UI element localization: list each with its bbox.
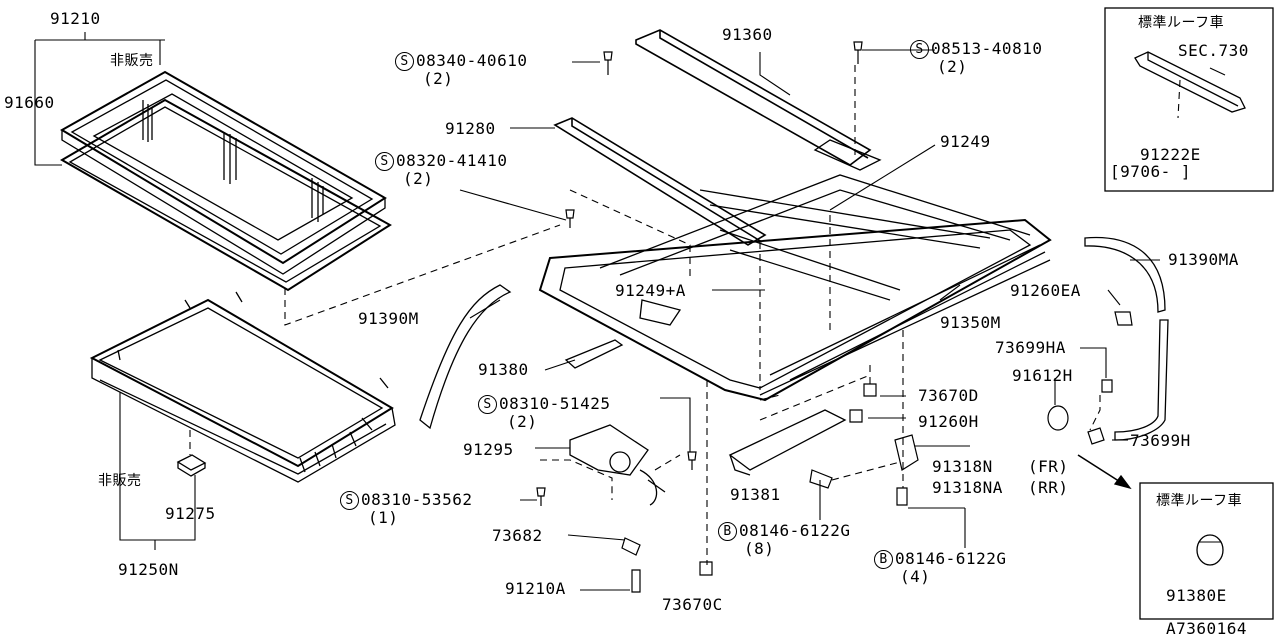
- b-mark-icon: B: [874, 550, 893, 569]
- screw-code: 08310-53562: [361, 490, 473, 509]
- fastener-icons: [536, 41, 1133, 593]
- clip-91275-drawing: [176, 454, 207, 477]
- screw-qty-08513: (2): [937, 57, 968, 76]
- label-91250N: 91250N: [118, 560, 179, 579]
- label-91318NA: 91318NA: [932, 478, 1003, 497]
- label-73670C: 73670C: [662, 595, 723, 614]
- inset-cap-drawing: [1196, 534, 1224, 566]
- s-mark-icon: S: [395, 52, 414, 71]
- label-date-range: [9706- ]: [1110, 162, 1192, 181]
- label-73699H: 73699H: [1130, 431, 1191, 450]
- inset-title-top: 標準ルーフ車: [1138, 15, 1225, 31]
- inset-deflector-box: [1139, 482, 1274, 620]
- dashed-lines: [189, 65, 1181, 565]
- label-91280: 91280: [445, 119, 496, 138]
- screw-qty-08340: (2): [423, 69, 454, 88]
- s-mark-icon: S: [375, 152, 394, 171]
- bracket-91381-drawing: [728, 409, 847, 476]
- screw-code: 08310-51425: [499, 394, 611, 413]
- label-rr: (RR): [1028, 478, 1069, 497]
- b-mark-icon: B: [718, 522, 737, 541]
- label-91380: 91380: [478, 360, 529, 379]
- inset-roof-box: [1104, 7, 1274, 192]
- label-91275: 91275: [165, 504, 216, 523]
- inset-sec-ref: SEC.730: [1178, 41, 1249, 60]
- label-not-for-sale-bottom: 非販売: [98, 473, 142, 489]
- label-91260EA: 91260EA: [1010, 281, 1081, 300]
- screw-qty-08320: (2): [403, 169, 434, 188]
- label-91210A: 91210A: [505, 579, 566, 598]
- leader-lines: [34, 32, 1160, 591]
- label-91318N: 91318N: [932, 457, 993, 476]
- deflector-drawing: [564, 339, 624, 369]
- label-91249: 91249: [940, 132, 991, 151]
- screw-code: 08320-41410: [396, 151, 508, 170]
- glass-panel-drawing: [60, 70, 392, 292]
- inset-roof-part: [1134, 51, 1246, 113]
- label-91381: 91381: [730, 485, 781, 504]
- bolt-qty-8: (8): [744, 539, 775, 558]
- label-91210: 91210: [50, 9, 101, 28]
- label-91249A: 91249+A: [615, 281, 686, 300]
- shade-frame-drawing: [89, 291, 396, 483]
- label-91380E: 91380E: [1166, 586, 1227, 605]
- label-91295: 91295: [463, 440, 514, 459]
- label-91390M: 91390M: [358, 309, 419, 328]
- label-91612H: 91612H: [1012, 366, 1073, 385]
- screw-code: 08513-40810: [931, 39, 1043, 58]
- bolt-code: 08146-6122G: [895, 549, 1007, 568]
- label-91350M: 91350M: [940, 313, 1001, 332]
- diagram-code: A7360164: [1166, 619, 1248, 638]
- inset-title-bottom: 標準ルーフ車: [1156, 493, 1243, 509]
- label-91222E: 91222E: [1140, 145, 1201, 164]
- label-73670D: 73670D: [918, 386, 979, 405]
- bolt-code: 08146-6122G: [739, 521, 851, 540]
- sunroof-frame-drawing: [538, 139, 1052, 402]
- rail-91280-drawing: [553, 117, 767, 246]
- label-91390MA: 91390MA: [1168, 250, 1239, 269]
- label-73699HA: 73699HA: [995, 338, 1066, 357]
- drain-hose-right: [1084, 236, 1166, 313]
- s-mark-icon: S: [910, 40, 929, 59]
- label-73682: 73682: [492, 526, 543, 545]
- inset-arrow: [1077, 454, 1126, 486]
- label-fr: (FR): [1028, 457, 1069, 476]
- s-mark-icon: S: [340, 491, 359, 510]
- motor-drawing: [569, 424, 666, 506]
- bolt-qty-4: (4): [900, 567, 931, 586]
- label-91360: 91360: [722, 25, 773, 44]
- screw-code: 08340-40610: [416, 51, 528, 70]
- label-91260H: 91260H: [918, 412, 979, 431]
- label-91660: 91660: [4, 93, 55, 112]
- screw-qty-08310-53562: (1): [368, 508, 399, 527]
- front-rail-drawing: [635, 29, 872, 166]
- screw-qty-08310-51425: (2): [507, 412, 538, 431]
- s-mark-icon: S: [478, 395, 497, 414]
- label-not-for-sale-top: 非販売: [110, 53, 154, 69]
